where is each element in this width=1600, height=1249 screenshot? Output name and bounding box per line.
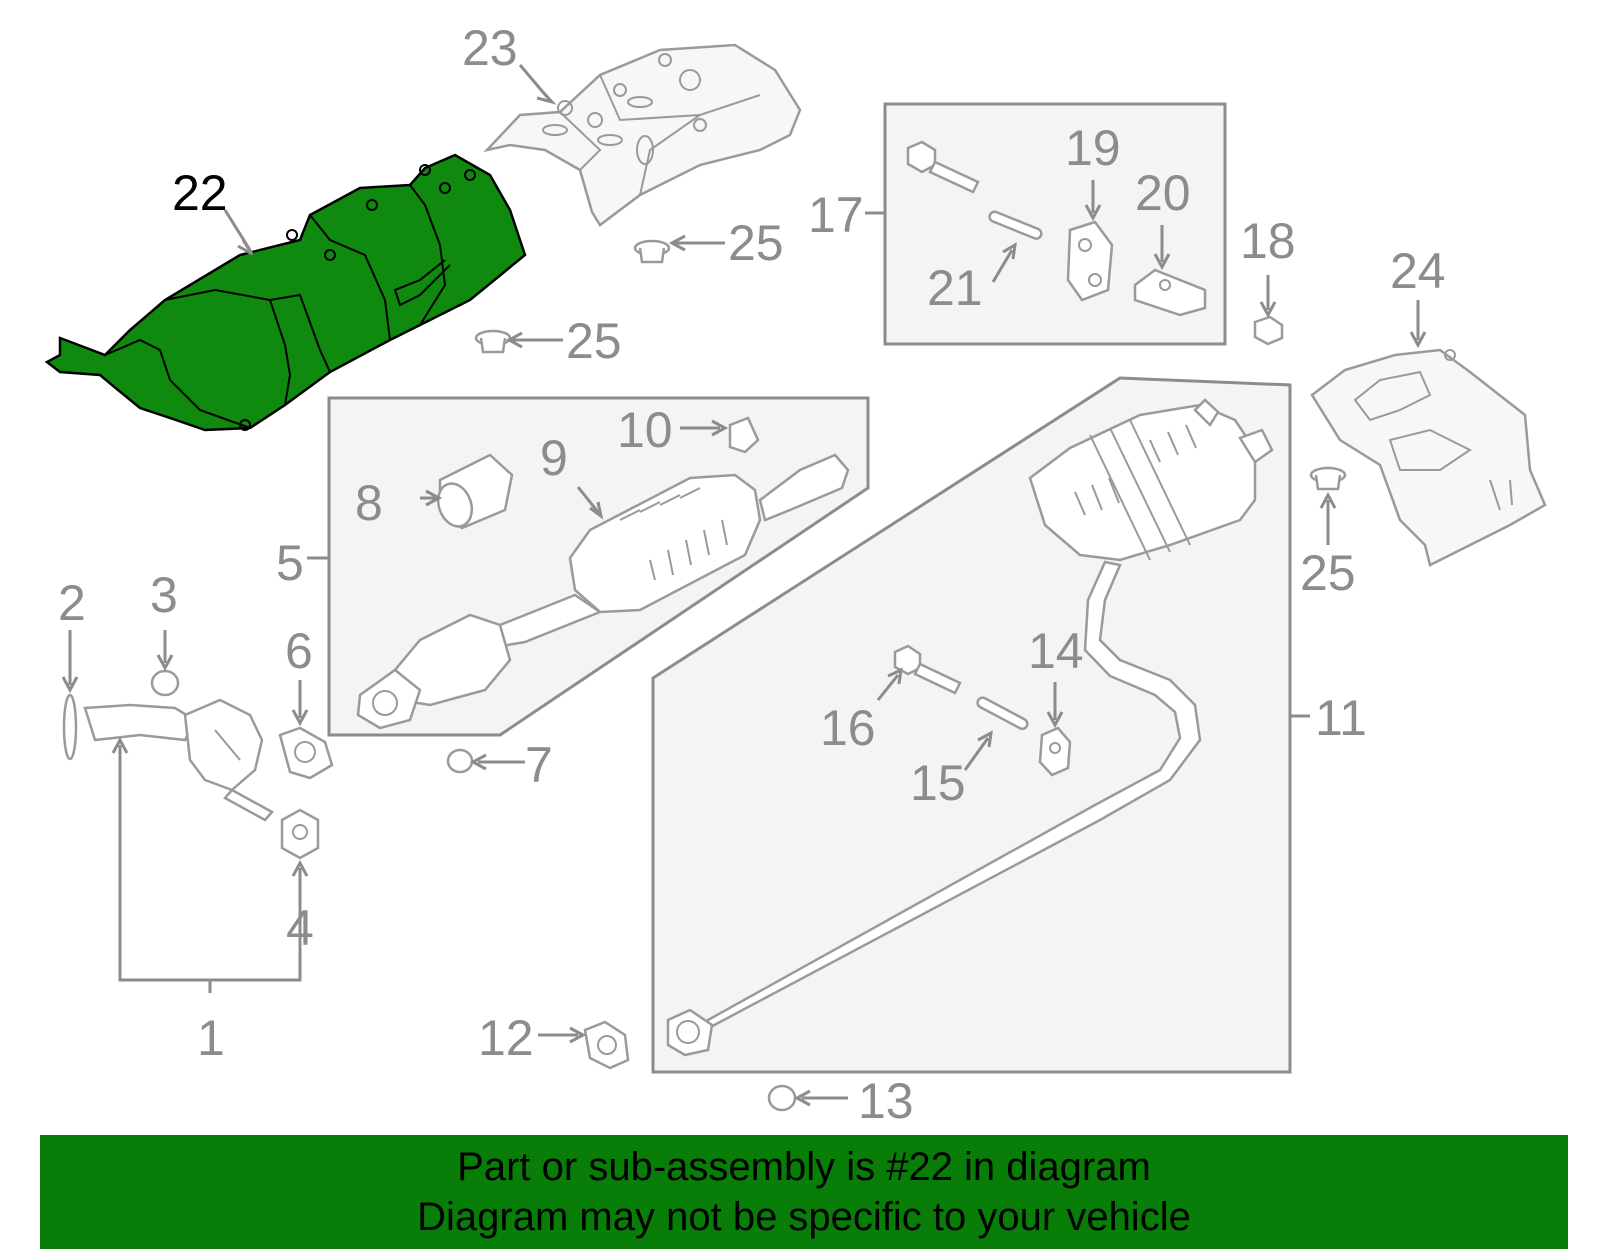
callout-19: 19 <box>1065 120 1121 176</box>
callout-16: 16 <box>820 700 876 756</box>
part-20-bracket <box>1133 268 1207 317</box>
callout-25-a: 25 <box>728 215 784 271</box>
part-25-nut-b[interactable] <box>474 329 512 354</box>
callout-21: 21 <box>927 260 983 316</box>
part-12-gasket[interactable] <box>583 1020 630 1070</box>
part-4-hanger[interactable] <box>280 808 320 860</box>
callout-6: 6 <box>285 623 313 679</box>
part-10-hanger[interactable] <box>728 416 760 454</box>
callout-3: 3 <box>150 567 178 623</box>
part-17-bolt <box>906 140 980 194</box>
part-14-insulator[interactable] <box>1038 726 1072 777</box>
part-13-nut[interactable] <box>767 1084 797 1112</box>
callout-25-c: 25 <box>1300 545 1356 601</box>
part-22-heat-shield-highlighted[interactable] <box>44 153 527 432</box>
part-25-nut-a[interactable] <box>633 239 671 264</box>
callout-17: 17 <box>808 187 864 243</box>
part-18-nut[interactable] <box>1253 315 1284 346</box>
callout-22-highlighted: 22 <box>172 165 228 221</box>
callout-14: 14 <box>1028 623 1084 679</box>
callout-13: 13 <box>858 1073 914 1129</box>
callout-18: 18 <box>1240 213 1296 269</box>
callout-10: 10 <box>617 402 673 458</box>
part-24-heat-shield[interactable] <box>1310 348 1547 567</box>
callout-7: 7 <box>525 737 553 793</box>
part-16-bolt[interactable] <box>893 644 962 695</box>
callout-25-b: 25 <box>566 313 622 369</box>
callout-12: 12 <box>478 1010 534 1066</box>
callout-labels: 1 2 3 4 5 6 7 8 9 10 11 12 13 14 15 16 1… <box>58 20 1446 1129</box>
callout-4: 4 <box>286 900 314 956</box>
callout-1: 1 <box>197 1010 225 1066</box>
part-11-muffler[interactable] <box>666 398 1274 1057</box>
banner-line-part: Part or sub-assembly is #22 in diagram <box>457 1145 1151 1189</box>
part-19-insulator <box>1066 220 1114 302</box>
part-3-nut[interactable] <box>150 669 180 697</box>
callout-15: 15 <box>910 755 966 811</box>
callout-9: 9 <box>540 430 568 486</box>
callout-11: 11 <box>1315 690 1367 746</box>
callout-8: 8 <box>355 475 383 531</box>
part-9-converter[interactable] <box>356 453 850 730</box>
part-25-nut-c[interactable] <box>1309 466 1347 491</box>
part-23-heat-shield[interactable] <box>483 43 802 227</box>
part-8-sleeve[interactable] <box>432 453 514 531</box>
part-1-front-pipe[interactable] <box>83 698 274 822</box>
callout-5: 5 <box>276 535 304 591</box>
banner-line-disclaimer: Diagram may not be specific to your vehi… <box>417 1195 1191 1239</box>
callout-20: 20 <box>1135 165 1191 221</box>
callout-2: 2 <box>58 575 86 631</box>
leader-lines <box>61 64 1427 1107</box>
callout-24: 24 <box>1390 243 1446 299</box>
part-2-gasket[interactable] <box>62 693 78 761</box>
part-15-pin[interactable] <box>976 696 1029 731</box>
part-6-gasket[interactable] <box>278 726 334 780</box>
part-21-pin <box>988 210 1043 240</box>
callout-23: 23 <box>462 20 518 76</box>
part-17-hanger-group[interactable] <box>906 140 1207 317</box>
part-7-nut[interactable] <box>446 748 474 774</box>
info-banner: Part or sub-assembly is #22 in diagram D… <box>40 1135 1568 1249</box>
